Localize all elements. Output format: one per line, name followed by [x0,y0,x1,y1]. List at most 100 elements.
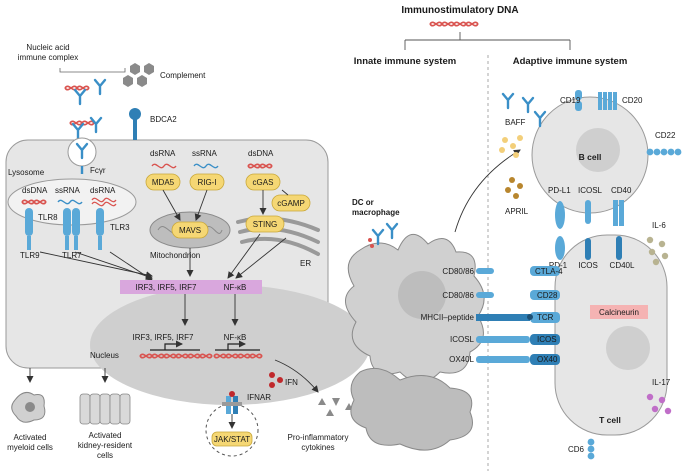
header-branch-lines [404,32,571,50]
il17-molecules [646,393,672,415]
b-cell-nucleus [576,128,620,172]
header-title: Immunostimulatory DNA [401,5,518,16]
calcineurin-box [590,305,648,319]
dc-label-ox40l: OX40L [449,355,474,364]
immune-complex-icon-1 [64,78,107,106]
april-label: APRIL [505,207,529,216]
ifnar-receptor-icon [222,391,242,414]
kidney-label-1: Activated [89,431,122,440]
dc-label-1: DC or [352,198,374,207]
myeloid-label-1: Activated [14,433,47,442]
dc-label-icosl: ICOSL [450,335,475,344]
dc-immune-complex-icon [368,222,399,248]
cd19-label: CD19 [560,96,581,105]
cd20-receptor-icon [598,92,617,110]
nucleus-label: Nucleus [90,351,119,360]
tlr9-label: TLR9 [20,251,40,260]
signal-arrows [39,189,289,326]
er-label: ER [300,259,311,268]
nfkb-box-label: NF-κB [224,283,247,292]
header-dna-icon [429,21,479,27]
complement-label: Complement [160,71,206,80]
cd20-label: CD20 [622,96,643,105]
output-arrows [26,359,319,393]
dc-label-cd80-86-a: CD80/86 [442,267,474,276]
mitochondrion-label: Mitochondrion [150,251,200,260]
ifnar-label: IFNAR [247,393,271,402]
fcgr-label: Fcγr [90,166,106,175]
dsrna-icon [91,197,117,207]
cyto-ligand-dsrna: dsRNA [150,149,176,158]
april-molecules [505,177,523,199]
sting-label: STING [253,220,277,229]
innate-label: Innate immune system [354,56,456,67]
dc-lower-shape [350,367,473,451]
il17-label: IL-17 [652,378,671,387]
jakstat-node [211,431,253,447]
pd1-label: PD-1 [549,261,568,270]
bt-cell-receptors [555,200,624,260]
complement-icon [123,63,154,87]
b-cell-label: B cell [579,152,602,162]
cd40l-label: CD40L [610,261,635,270]
dc-label-cd80-86-b: CD80/86 [442,291,474,300]
nucleus-shape [90,285,370,405]
tlr8-label: TLR8 [38,213,58,222]
t-cell-nucleus [606,326,650,370]
tlr7-label: TLR7 [62,251,82,260]
kidney-label-3: cells [97,451,113,460]
sting-node [245,215,285,233]
myeloid-label-2: myeloid cells [7,443,53,452]
cd19-receptor-icon [575,90,582,111]
t-label-ox40: OX40 [537,355,558,364]
mda5-label: MDA5 [152,178,175,187]
il6-molecules [646,236,669,266]
lysosome-label: Lysosome [8,168,45,177]
t-label-ctla4: CTLA-4 [535,267,563,276]
cyto-ligand-dsdna: dsDNA [248,149,274,158]
dc-nucleus [398,271,446,319]
cd22-receptor-icon [646,148,682,156]
cd6-label: CD6 [568,445,585,454]
tlr-ligand-ssrna: ssRNA [55,186,81,195]
ifn-molecules [269,372,283,388]
nucleic-complex-line1: Nucleic acid [26,43,69,52]
t-label-tcr: TCR [537,313,554,322]
nfkb-box [208,280,262,294]
bdca2-receptor-icon [129,108,141,140]
ssrna-icon [57,199,83,205]
tlr-ligand-dsdna: dsDNA [22,186,48,195]
cgamp-node [271,194,311,212]
dc-to-bcell-arrow [454,149,521,233]
jakstat-label: JAK/STAT [214,435,250,444]
dc-label-2: macrophage [352,208,400,217]
cyto-ligand-ssrna: ssRNA [192,149,218,158]
cgamp-label: cGAMP [277,199,305,208]
cytokines-label-2: cytokines [301,443,334,452]
ifn-label: IFN [285,378,298,387]
cyto-ssrna-icon [193,163,219,169]
irf-box-label: IRF3, IRF5, IRF7 [136,283,197,292]
adaptive-label: Adaptive immune system [513,56,628,67]
mavs-node [171,221,209,239]
cd6-receptor-icon [587,438,595,460]
baff-molecules [499,135,523,158]
t-label-cd28: CD28 [537,291,558,300]
cyto-dsrna-icon [151,163,177,169]
dc-label-mhcii-peptide: MHCII–peptide [421,313,475,322]
nucleus-nfkb-label: NF-κB [224,333,247,342]
cytokine-triangles-icon [318,398,353,416]
tlr9-receptor-icon [25,208,33,250]
icosl-b-label: ICOSL [578,186,603,195]
ifnar-zoom-circle [205,403,259,457]
myeloid-cell-icon [11,391,46,423]
nucleic-complex-line2: immune complex [18,53,78,62]
pdl1-label: PD-L1 [548,186,571,195]
cytokines-label-1: Pro-inflammatory [288,433,349,442]
tlr7-receptor-icon [63,208,80,250]
t-label-icos: ICOS [537,335,557,344]
tlr-ligand-dsrna: dsRNA [90,186,116,195]
nucleus-irf-label: IRF3, IRF5, IRF7 [133,333,194,342]
bdca2-label: BDCA2 [150,115,177,124]
rig1-label: RIG-I [197,178,216,187]
